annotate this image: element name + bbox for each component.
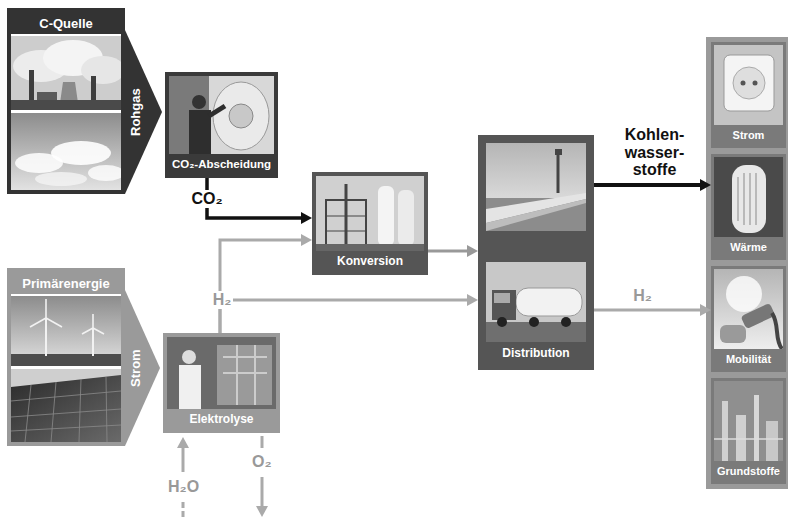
label-bar: Wärme (714, 237, 783, 257)
pipeline-photo (486, 143, 586, 231)
use-box: Mobilität (711, 266, 786, 372)
flow-label: H₂O (168, 478, 199, 496)
process-box: Konversion (312, 172, 428, 275)
edge-label: Kohlen- wasser- stoffe (613, 126, 697, 179)
connector-line (594, 309, 702, 312)
oxygen-arrow (256, 436, 268, 517)
use-box: Grundstoffe (711, 378, 786, 484)
label-bar: Elektrolyse (167, 409, 276, 429)
connector-line (220, 300, 469, 333)
node-label: Primärenergie (22, 276, 109, 291)
solar-photo (11, 369, 121, 442)
conversion-photo (316, 176, 424, 251)
wind-photo (11, 296, 121, 366)
refinery-photo (714, 381, 783, 461)
process-box: Elektrolyse (163, 333, 280, 433)
edge-label: H₂ (211, 291, 234, 309)
connector-line (428, 250, 469, 253)
node-label: Elektrolyse (189, 412, 253, 426)
use-box: Wärme (711, 154, 786, 260)
connector (594, 179, 711, 191)
label-bar: Distribution (484, 342, 588, 364)
thermostat-photo (714, 157, 783, 237)
connector-line (594, 183, 702, 187)
connector (220, 294, 478, 333)
edge-label: Strom (129, 349, 143, 387)
node-label: Distribution (502, 346, 569, 360)
chevron-arrow (125, 290, 160, 446)
socket-photo (714, 45, 783, 125)
connector (125, 290, 160, 446)
source-panel: C-Quelle (7, 8, 125, 194)
connector (594, 304, 711, 316)
edge-label: Rohgas (129, 88, 143, 136)
node-label: Wärme (730, 241, 767, 253)
label-bar: Grundstoffe (714, 461, 783, 481)
edge-label: CO₂ (189, 190, 224, 208)
charging-photo (714, 269, 783, 349)
node-label: Mobilität (726, 353, 771, 365)
label-bar: Konversion (316, 251, 424, 271)
connector-line (220, 240, 303, 333)
label-bar: Mobilität (714, 349, 783, 369)
node-label: Grundstoffe (717, 465, 780, 477)
connector (220, 234, 312, 333)
distribution-panel (478, 135, 594, 370)
output-panel (706, 37, 788, 489)
node-label: CO₂-Abscheidung (172, 158, 271, 170)
sky-photo (11, 113, 124, 190)
lab-photo (167, 337, 276, 409)
power-plant-photo (11, 36, 125, 110)
capture-photo (169, 76, 274, 154)
process-box: CO₂-Abscheidung (165, 72, 278, 178)
label-bar: Strom (714, 125, 783, 145)
flow-label: O₂ (252, 453, 272, 471)
connector (428, 245, 478, 257)
node-label: Konversion (337, 254, 403, 268)
distribution-box: Distribution (478, 135, 594, 370)
energy-panel: Primärenergie (7, 268, 125, 446)
label-bar: C-Quelle (11, 12, 121, 34)
node-label: Strom (733, 129, 765, 141)
node-label: C-Quelle (39, 16, 92, 31)
truck-photo (486, 262, 586, 342)
edge-label: H₂ (633, 287, 652, 305)
use-box: Strom (711, 42, 786, 148)
label-bar: Primärenergie (11, 272, 121, 294)
label-bar: CO₂-Abscheidung (169, 154, 274, 174)
chevron-arrow (125, 30, 162, 194)
connector (125, 30, 162, 194)
